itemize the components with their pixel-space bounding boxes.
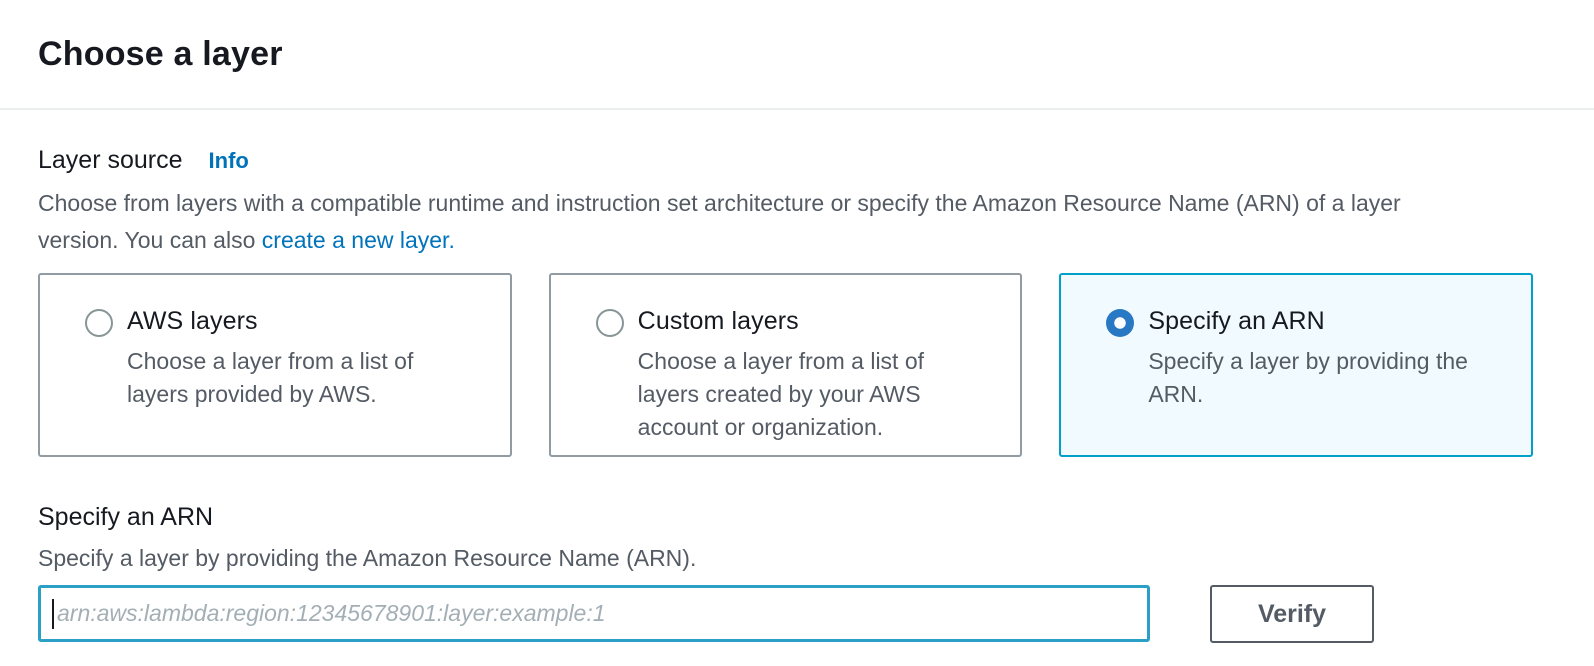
layer-source-description-text: Choose from layers with a compatible run… [38, 190, 1401, 253]
create-layer-link[interactable]: create a new layer. [261, 227, 455, 253]
specify-arn-section: Specify an ARN Specify a layer by provid… [38, 503, 1556, 643]
tile-specify-arn[interactable]: Specify an ARN Specify a layer by provid… [1059, 273, 1534, 457]
tile-title: Custom layers [637, 307, 799, 335]
main-content: Layer source Info Choose from layers wit… [0, 146, 1594, 643]
page-title: Choose a layer [38, 34, 283, 73]
info-link[interactable]: Info [208, 148, 249, 173]
tile-custom-layers[interactable]: Custom layers Choose a layer from a list… [548, 273, 1023, 457]
tile-description: Choose a layer from a list of layers cre… [637, 348, 925, 440]
layer-source-tiles: AWS layers Choose a layer from a list of… [38, 273, 1534, 457]
arn-input-wrap [38, 585, 1150, 642]
verify-button[interactable]: Verify [1210, 585, 1374, 643]
radio-unselected-icon[interactable] [85, 309, 113, 337]
tile-title: Specify an ARN [1148, 307, 1325, 335]
radio-selected-icon[interactable] [1106, 309, 1135, 337]
radio-unselected-icon[interactable] [595, 309, 624, 337]
arn-description: Specify a layer by providing the Amazon … [38, 545, 697, 571]
tile-title: AWS layers [127, 307, 258, 335]
arn-input-row: Verify [38, 585, 1556, 643]
arn-heading: Specify an ARN [38, 503, 214, 531]
arn-input[interactable] [38, 585, 1150, 642]
layer-source-description: Choose from layers with a compatible run… [38, 185, 1478, 259]
text-caret [52, 599, 54, 629]
tile-description: Choose a layer from a list of layers pro… [127, 348, 414, 407]
tile-aws-layers[interactable]: AWS layers Choose a layer from a list of… [38, 273, 512, 457]
layer-source-label: Layer source [38, 146, 183, 174]
page-header: Choose a layer [0, 0, 1594, 110]
layer-source-label-row: Layer source Info [38, 146, 1556, 175]
tile-description: Specify a layer by providing the ARN. [1148, 348, 1468, 407]
